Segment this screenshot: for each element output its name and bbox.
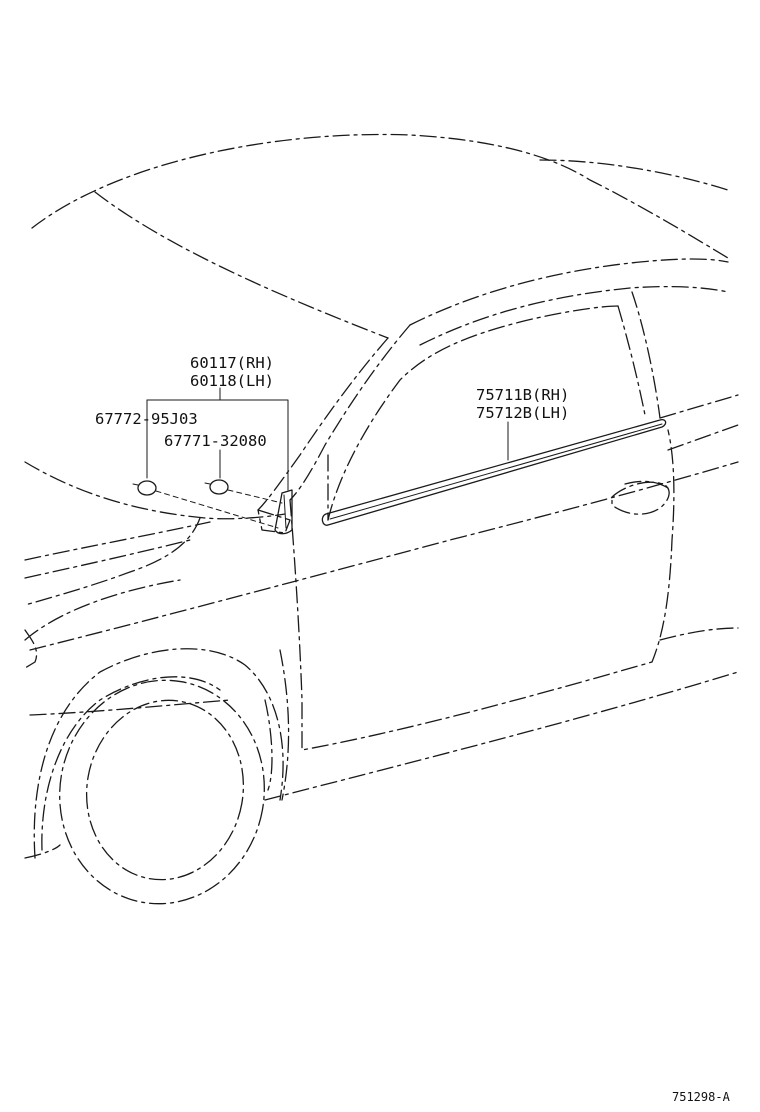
car-outline — [24, 133, 739, 905]
mirror-cover — [274, 489, 293, 535]
clip-67772 — [132, 480, 157, 496]
label-67772: 67772-95J03 — [95, 410, 198, 428]
label-60118: 60118(LH) — [190, 372, 274, 390]
clip-67771 — [204, 479, 229, 495]
belt-moulding — [321, 418, 667, 526]
label-60117: 60117(RH) — [190, 354, 274, 372]
figure-code: 751298-A — [672, 1090, 731, 1104]
label-67771: 67771-32080 — [164, 432, 267, 450]
label-75712b: 75712B(LH) — [476, 404, 569, 422]
label-75711b: 75711B(RH) — [476, 386, 569, 404]
leader-lines — [146, 387, 509, 491]
